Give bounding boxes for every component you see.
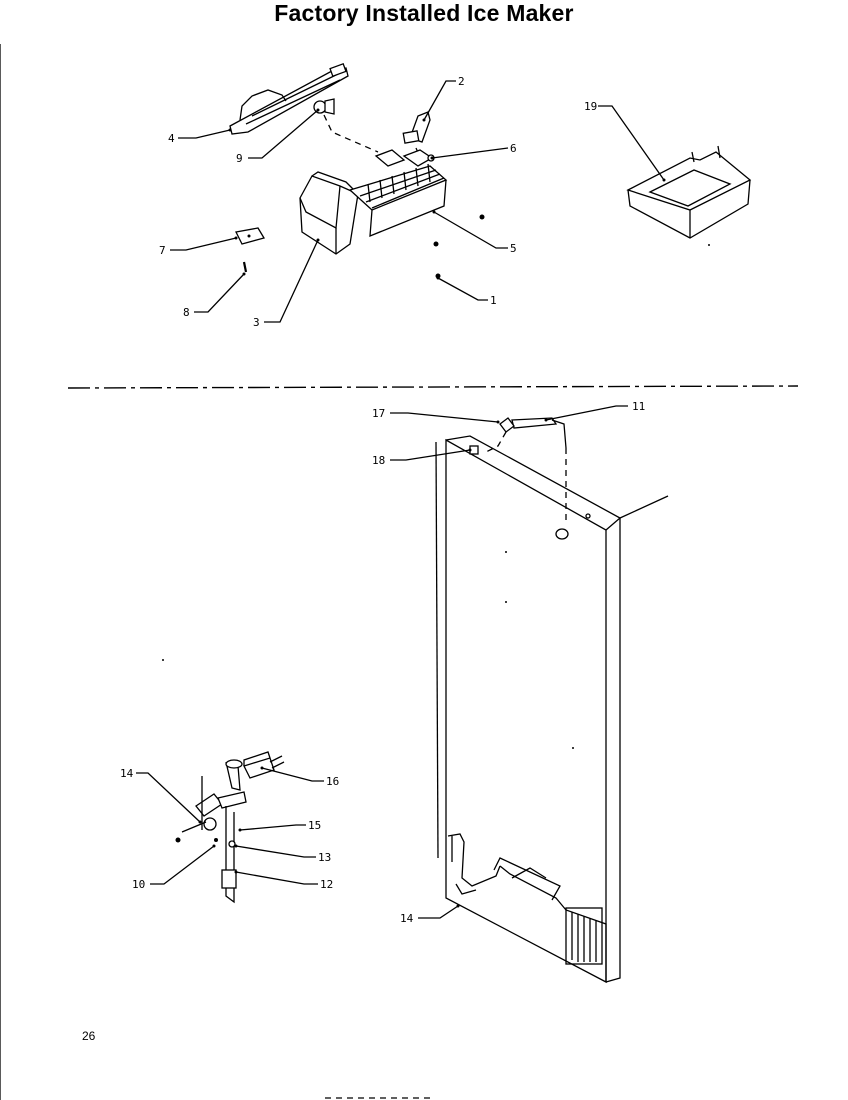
leader-lines bbox=[136, 80, 665, 919]
part-16-connector bbox=[243, 751, 285, 779]
part-17-grommet bbox=[499, 417, 515, 433]
callout-18: 18 bbox=[372, 454, 385, 467]
part-1-screws bbox=[433, 214, 485, 279]
callout-5: 5 bbox=[510, 242, 517, 255]
part-4-mounting-rail bbox=[229, 63, 349, 135]
leader-arrowheads bbox=[198, 108, 666, 908]
callout-11: 11 bbox=[632, 400, 645, 413]
part-3-ice-maker-housing bbox=[299, 171, 359, 255]
fill-tube-hole bbox=[585, 513, 591, 519]
callout-12: 12 bbox=[320, 878, 333, 891]
callout-10: 10 bbox=[132, 878, 145, 891]
callout-14-cabinet: 14 bbox=[400, 912, 414, 925]
fill-tube-opening bbox=[555, 528, 569, 540]
part-8-screw bbox=[242, 261, 248, 273]
water-valve-assembly bbox=[175, 759, 247, 904]
part-9-bracket bbox=[313, 98, 335, 115]
callout-7: 7 bbox=[159, 244, 166, 257]
callout-2: 2 bbox=[458, 75, 465, 88]
callout-17: 17 bbox=[372, 407, 385, 420]
part-7-clip bbox=[235, 227, 265, 245]
callout-4: 4 bbox=[168, 132, 175, 145]
callout-14-valve: 14 bbox=[120, 767, 134, 780]
callout-6: 6 bbox=[510, 142, 517, 155]
callout-3: 3 bbox=[253, 316, 260, 329]
callout-8: 8 bbox=[183, 306, 190, 319]
part-5-ice-mold bbox=[348, 149, 448, 237]
callout-1: 1 bbox=[490, 294, 497, 307]
callout-16: 16 bbox=[326, 775, 339, 788]
page-title: Factory Installed Ice Maker bbox=[274, 0, 574, 26]
callout-15: 15 bbox=[308, 819, 321, 832]
part-6-fill-cup bbox=[402, 149, 435, 167]
page-number: 26 bbox=[82, 1029, 96, 1043]
section-divider bbox=[67, 385, 799, 389]
part-19-ice-bin bbox=[626, 145, 752, 246]
assembly-line bbox=[485, 431, 507, 453]
callout-13: 13 bbox=[318, 851, 331, 864]
part-11-fill-tube bbox=[511, 417, 567, 449]
callout-9: 9 bbox=[236, 152, 243, 165]
assembly-line bbox=[323, 114, 379, 153]
callout-19: 19 bbox=[584, 100, 597, 113]
refrigerator-cabinet bbox=[162, 435, 669, 984]
